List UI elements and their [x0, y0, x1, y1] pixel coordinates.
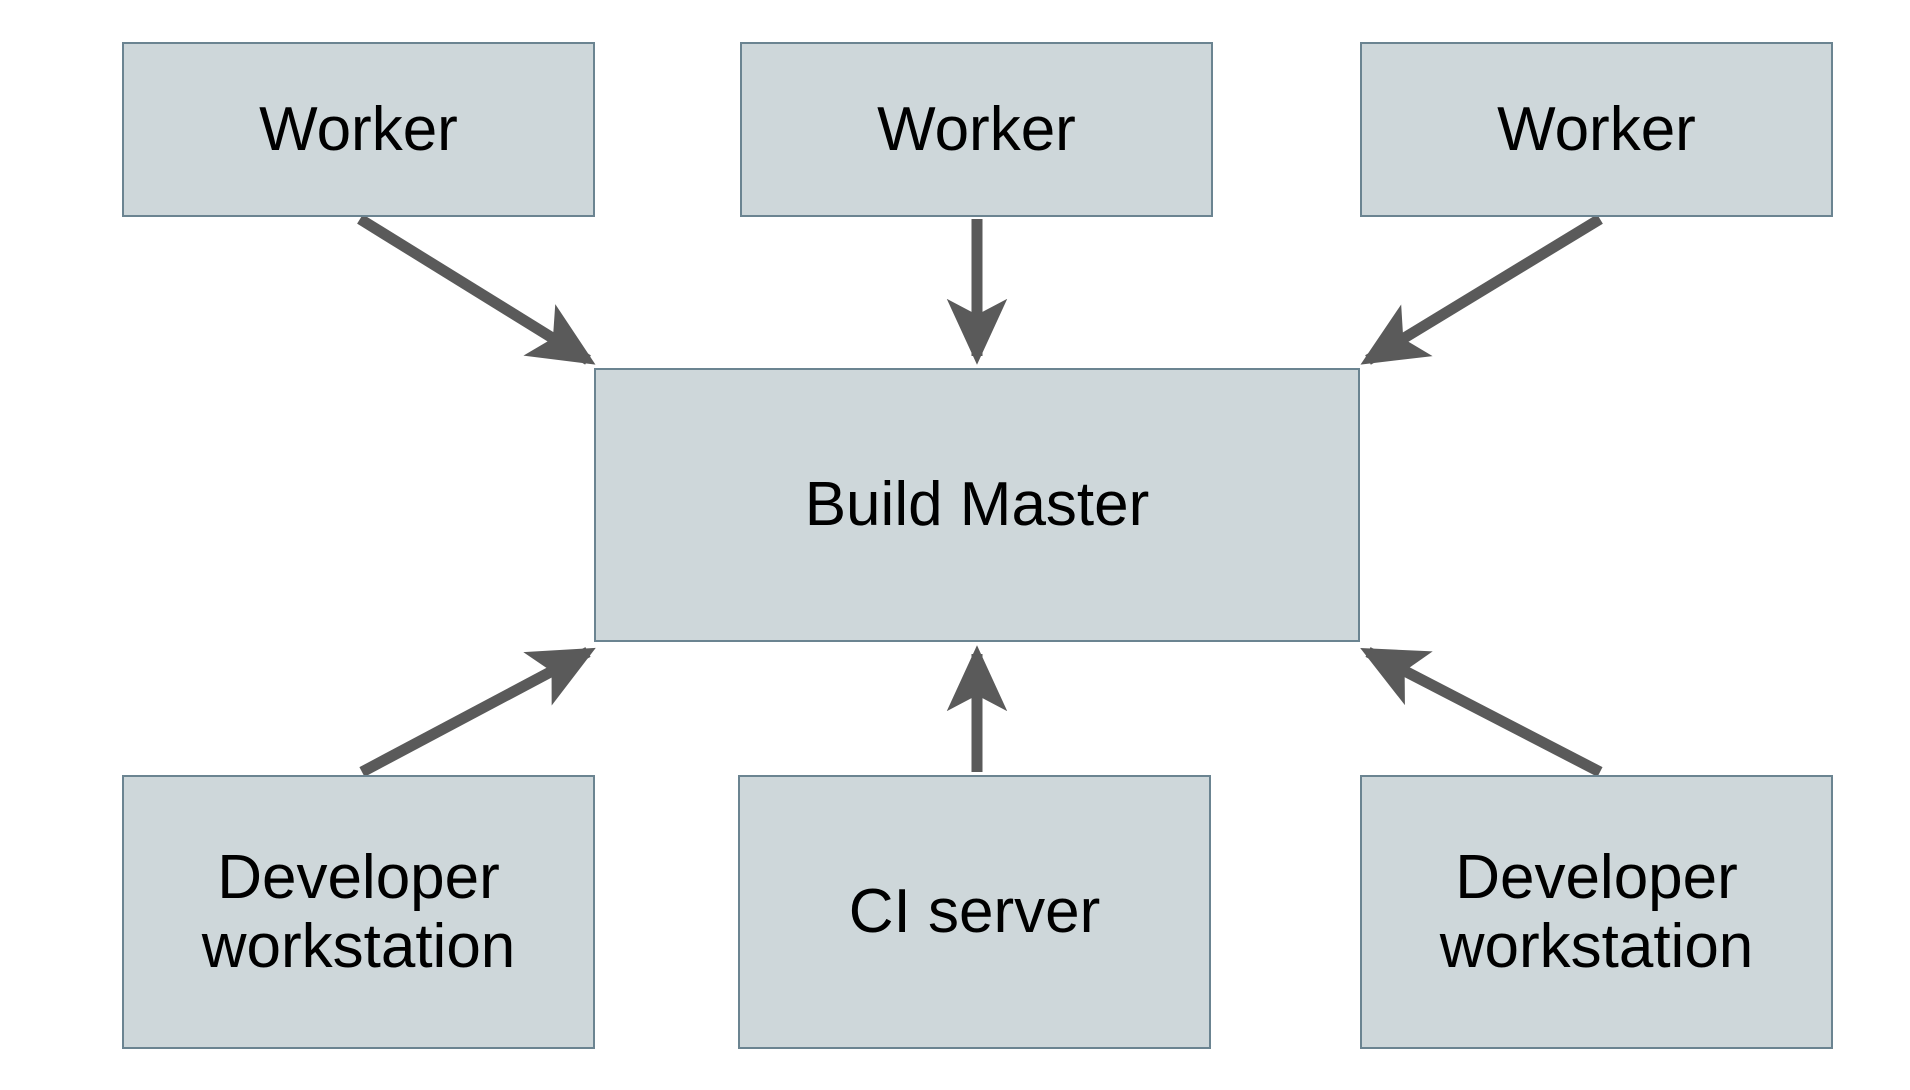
- node-worker-2[interactable]: Worker: [740, 42, 1213, 217]
- node-developer-workstation-left-label: Developer workstation: [201, 842, 516, 981]
- node-developer-workstation-right-label: Developer workstation: [1439, 842, 1754, 981]
- edge-dev-ws-right-to-build-master: [1360, 647, 1603, 777]
- edge-dev-ws-left-to-build-master: [359, 647, 596, 777]
- node-ci-server-label: CI server: [848, 877, 1101, 947]
- node-worker-3[interactable]: Worker: [1360, 42, 1833, 217]
- node-developer-workstation-right[interactable]: Developer workstation: [1360, 775, 1833, 1049]
- node-build-master-label: Build Master: [804, 470, 1150, 540]
- edge-worker-3-to-build-master: [1360, 214, 1603, 365]
- node-worker-1[interactable]: Worker: [122, 42, 595, 217]
- node-worker-3-label: Worker: [1497, 94, 1696, 164]
- node-build-master[interactable]: Build Master: [594, 368, 1360, 642]
- node-worker-2-label: Worker: [877, 94, 1076, 164]
- node-ci-server[interactable]: CI server: [738, 775, 1211, 1049]
- node-worker-1-label: Worker: [259, 94, 458, 164]
- edge-worker-1-to-build-master: [357, 214, 596, 365]
- node-developer-workstation-left[interactable]: Developer workstation: [122, 775, 595, 1049]
